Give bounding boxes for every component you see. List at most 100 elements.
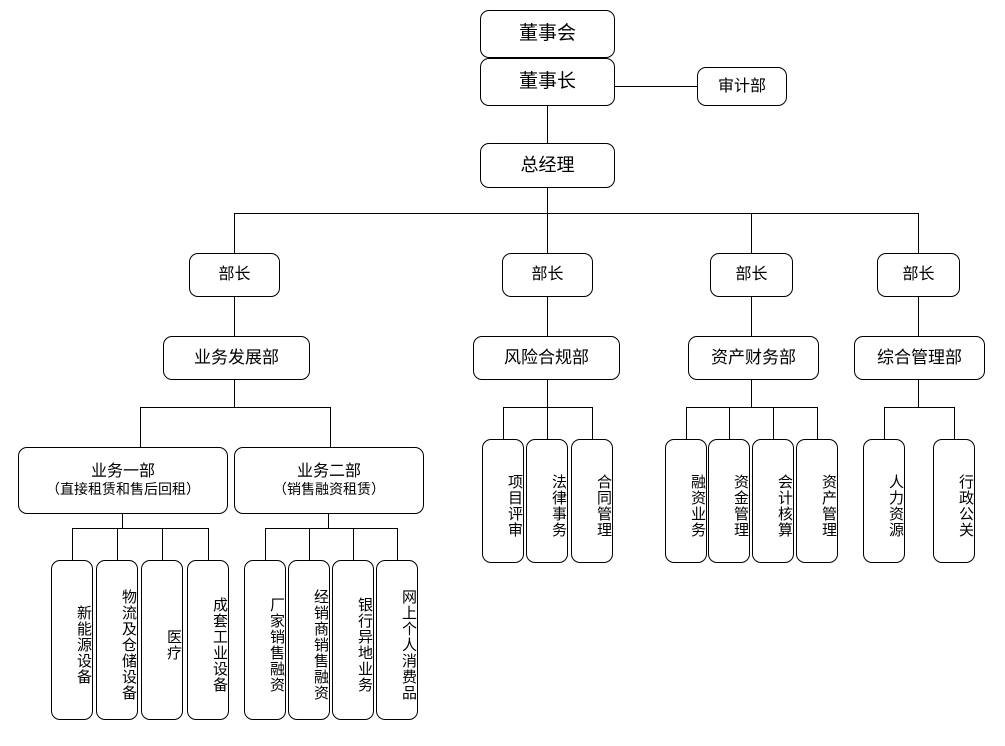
bus-finance-leaves <box>686 407 817 408</box>
leaf-complete-industrial-equipment[interactable]: 成套工业设备 <box>187 560 229 720</box>
drop-admin-leaf1 <box>884 407 885 439</box>
leaf-accounting-label: 会计核算 <box>776 473 792 538</box>
node-head-business[interactable]: 部长 <box>189 253 280 297</box>
node-head-finance-label: 部长 <box>735 266 768 283</box>
drop-risk-leaf2 <box>547 407 548 439</box>
leaf-project-review[interactable]: 项目评审 <box>482 439 524 563</box>
node-dept-general-admin[interactable]: 综合管理部 <box>854 336 985 380</box>
node-board-of-directors-label: 董事会 <box>518 23 576 45</box>
leaf-complete-industrial-equipment-label: 成套工业设备 <box>211 596 227 693</box>
leaf-dealer-sales-financing-label: 经销商销售融资 <box>312 588 328 701</box>
leaf-medical-label: 医疗 <box>165 628 181 661</box>
drop-unit2 <box>330 407 331 447</box>
leaf-bank-remote-business[interactable]: 银行异地业务 <box>332 560 374 720</box>
leaf-medical[interactable]: 医疗 <box>141 560 183 720</box>
node-general-manager-label: 总经理 <box>520 155 575 176</box>
node-business-unit-1-sublabel: （直接租赁和售后回租） <box>46 482 200 498</box>
bus-admin-leaves <box>884 407 954 408</box>
connector-gm-bus <box>547 187 548 213</box>
leaf-new-energy-equipment[interactable]: 新能源设备 <box>51 560 93 720</box>
leaf-accounting[interactable]: 会计核算 <box>752 439 794 563</box>
node-head-finance[interactable]: 部长 <box>710 253 793 297</box>
drop-unit1-leaf1 <box>72 528 73 560</box>
connector-risk-bus <box>547 379 548 407</box>
drop-risk-leaf1 <box>503 407 504 439</box>
node-head-admin[interactable]: 部长 <box>877 253 960 297</box>
node-dept-business-development[interactable]: 业务发展部 <box>163 336 310 380</box>
node-head-risk[interactable]: 部长 <box>502 253 593 297</box>
node-dept-risk-compliance[interactable]: 风险合规部 <box>473 336 620 380</box>
drop-finance-leaf1 <box>686 407 687 439</box>
node-head-business-label: 部长 <box>218 266 251 283</box>
connector-business-bus <box>234 379 235 407</box>
connector-admin-bus <box>918 379 919 407</box>
leaf-financing-business[interactable]: 融资业务 <box>665 439 707 563</box>
node-dept-business-development-label: 业务发展部 <box>194 348 279 368</box>
drop-head1 <box>234 213 235 253</box>
node-dept-risk-compliance-label: 风险合规部 <box>504 348 589 368</box>
leaf-fund-management-label: 资金管理 <box>732 473 748 538</box>
connector-unit2-bus <box>328 514 329 528</box>
leaf-fund-management[interactable]: 资金管理 <box>708 439 750 563</box>
leaf-online-personal-consumer-goods[interactable]: 网上个人消费品 <box>376 560 418 720</box>
node-dept-general-admin-label: 综合管理部 <box>877 348 962 368</box>
drop-unit1 <box>140 407 141 447</box>
node-general-manager[interactable]: 总经理 <box>480 143 615 188</box>
drop-finance-leaf3 <box>773 407 774 439</box>
node-business-unit-2-sublabel: （销售融资租赁） <box>273 482 385 498</box>
leaf-contract-management[interactable]: 合同管理 <box>571 439 613 563</box>
node-dept-asset-finance[interactable]: 资产财务部 <box>688 336 819 380</box>
connector-unit1-bus <box>122 514 123 528</box>
leaf-human-resources[interactable]: 人力资源 <box>863 439 905 563</box>
drop-unit2-leaf4 <box>397 528 398 560</box>
connector-head1-dept <box>234 296 235 336</box>
leaf-legal-affairs[interactable]: 法律事务 <box>526 439 568 563</box>
leaf-legal-affairs-label: 法律事务 <box>550 473 566 538</box>
connector-chairman-gm <box>547 105 548 143</box>
leaf-financing-business-label: 融资业务 <box>689 473 705 538</box>
node-audit-department[interactable]: 审计部 <box>697 67 787 106</box>
drop-head3 <box>751 213 752 253</box>
drop-unit2-leaf1 <box>265 528 266 560</box>
bus-unit1-leaves <box>72 528 208 529</box>
node-business-unit-2-label: 业务二部 <box>296 462 361 480</box>
connector-finance-bus <box>751 379 752 407</box>
connector-head4-dept <box>918 296 919 336</box>
drop-unit2-leaf3 <box>353 528 354 560</box>
leaf-manufacturer-sales-financing[interactable]: 厂家销售融资 <box>244 560 286 720</box>
connector-head3-dept <box>751 296 752 336</box>
drop-unit2-leaf2 <box>309 528 310 560</box>
leaf-asset-management-label: 资产管理 <box>820 473 836 538</box>
leaf-administration-public-relations-label: 行政公关 <box>957 473 973 538</box>
node-chairman-label: 董事长 <box>518 71 576 93</box>
drop-finance-leaf2 <box>729 407 730 439</box>
node-business-unit-1-label: 业务一部 <box>90 462 155 480</box>
node-business-unit-2[interactable]: 业务二部 （销售融资租赁） <box>234 447 424 514</box>
bus-unit2-leaves <box>265 528 397 529</box>
leaf-asset-management[interactable]: 资产管理 <box>796 439 838 563</box>
connector-chairman-audit <box>615 86 697 87</box>
node-chairman[interactable]: 董事长 <box>480 58 615 106</box>
leaf-administration-public-relations[interactable]: 行政公关 <box>933 439 975 563</box>
leaf-human-resources-label: 人力资源 <box>887 473 903 538</box>
drop-unit1-leaf4 <box>208 528 209 560</box>
bus-departments <box>234 213 918 214</box>
drop-unit1-leaf3 <box>162 528 163 560</box>
leaf-dealer-sales-financing[interactable]: 经销商销售融资 <box>288 560 330 720</box>
node-head-risk-label: 部长 <box>531 266 564 283</box>
node-business-unit-1[interactable]: 业务一部 （直接租赁和售后回租） <box>18 447 228 514</box>
connector-head2-dept <box>547 296 548 336</box>
leaf-manufacturer-sales-financing-label: 厂家销售融资 <box>268 596 284 693</box>
leaf-bank-remote-business-label: 银行异地业务 <box>356 596 372 693</box>
leaf-logistics-warehousing-equipment-label: 物流及仓储设备 <box>120 588 136 701</box>
drop-risk-leaf3 <box>592 407 593 439</box>
leaf-new-energy-equipment-label: 新能源设备 <box>75 604 91 685</box>
node-audit-department-label: 审计部 <box>717 77 766 95</box>
bus-business-units <box>140 407 330 408</box>
drop-admin-leaf2 <box>954 407 955 439</box>
drop-unit1-leaf2 <box>117 528 118 560</box>
node-board-of-directors[interactable]: 董事会 <box>480 10 615 58</box>
leaf-logistics-warehousing-equipment[interactable]: 物流及仓储设备 <box>96 560 138 720</box>
node-head-admin-label: 部长 <box>902 266 935 283</box>
